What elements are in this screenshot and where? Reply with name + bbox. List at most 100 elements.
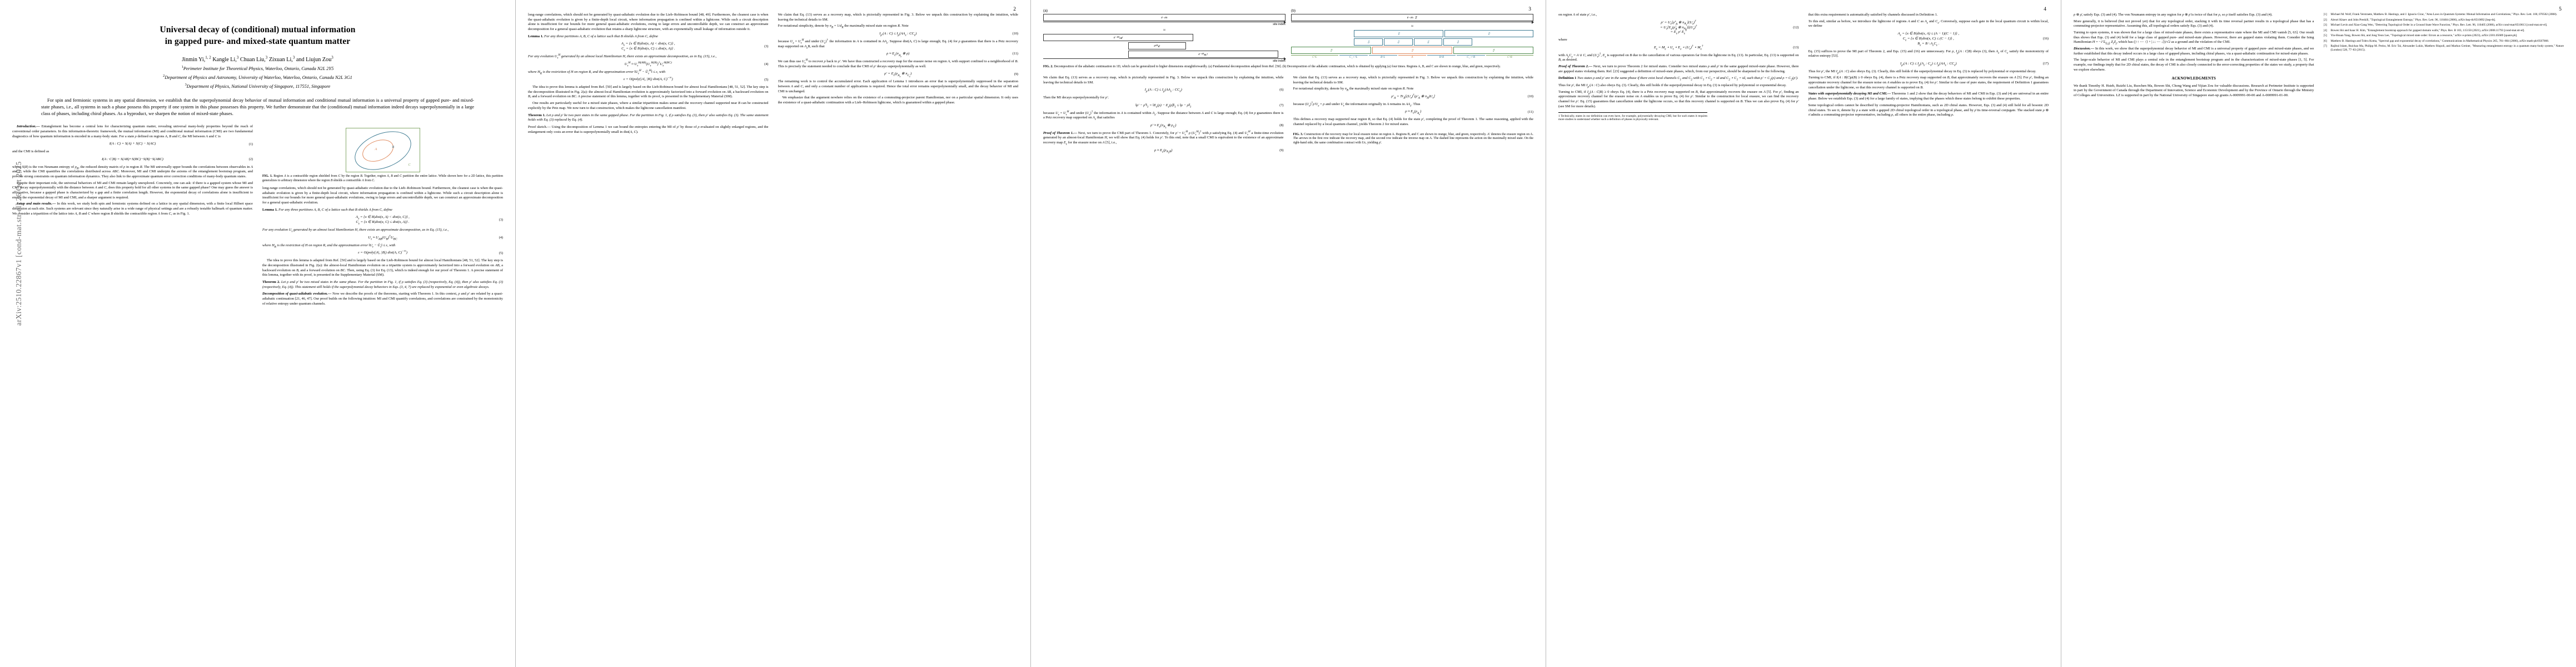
paragraph: Some topological orders cannot be descri… bbox=[1808, 103, 2049, 117]
figure-3-caption-label: FIG. 3. bbox=[1293, 132, 1303, 136]
page-2-column-left: long-range correlations, which should no… bbox=[528, 13, 769, 666]
page-5: 5 ρ ⊗ ρ̄, satisfy Eqs. (3) and (4). The … bbox=[2061, 0, 2576, 667]
sublabel-br: B^R bbox=[1439, 56, 1444, 59]
paragraph: where HR is the restriction of H on regi… bbox=[528, 68, 666, 75]
region-underbars: C^L C_+^L B^L A B^R C_+^R C^R bbox=[1291, 54, 1533, 59]
figure-1-graphic: A B C bbox=[345, 125, 420, 178]
reference-item: [1]Michael M. Wolf, Frank Verstraete, Ma… bbox=[2324, 13, 2564, 17]
equation-6: Iρ′(A : C) ≤ Iρ(AAε : CCε)(6) bbox=[1144, 88, 1284, 93]
gate-blue-up-1 bbox=[1354, 30, 1443, 37]
figure-1: A B C FIG. 1. Region A is a contractible… bbox=[262, 125, 503, 183]
paragraph: Introduction.— Entanglement has become a… bbox=[12, 125, 253, 138]
reference-number: [6] bbox=[2323, 39, 2327, 43]
acknowledgments-text: We thank Timothy H. Hsieh, Ruizhi Liu, R… bbox=[2074, 83, 2314, 98]
paragraph: The idea to prove this lemma is adapted … bbox=[262, 258, 503, 277]
paragraph: Turning to CMI, if I(A : B|C)ρ(B) ≥ 0 ob… bbox=[1808, 76, 2049, 89]
paragraph: Eq. (15) suffices to prove the MI part o… bbox=[1808, 49, 2049, 58]
paragraph: because Uε = UτH and under (Uε)† the inf… bbox=[1043, 109, 1284, 121]
acknowledgments-heading: Acknowledgments bbox=[2171, 77, 2216, 81]
page-4-column-right: that this extra requirement is automatic… bbox=[1808, 13, 2049, 666]
equation-8: ρ′ ≈ Eε(πAε ⊗ ρC)(8) bbox=[1150, 123, 1284, 130]
page-1-column-right: A B C FIG. 1. Region A is a contractible… bbox=[262, 125, 503, 667]
reference-number: [5] bbox=[2323, 34, 2327, 38]
reference-number: [2] bbox=[2323, 18, 2327, 22]
paragraph: where HR is the restriction of H on regi… bbox=[262, 243, 396, 248]
equation-3: Aε = {x ∈ B|dist(x, A) < dist(x, C)} ,Cε… bbox=[621, 42, 769, 52]
page-2: 2 long-range correlations, which should … bbox=[515, 0, 1030, 667]
reference-number: [1] bbox=[2323, 13, 2327, 16]
gate-row-lower bbox=[1291, 47, 1533, 54]
page-number: 4 bbox=[2044, 7, 2046, 12]
page-1-column-left: Introduction.— Entanglement has become a… bbox=[12, 125, 253, 667]
paragraph: More generally, it is believed (but not … bbox=[2074, 19, 2314, 28]
page-4-columns: on region A of state ρ′, i.e., ρ′ = Uτ[ρ… bbox=[1558, 13, 2049, 666]
underbar-c-right bbox=[1486, 55, 1533, 56]
equation-11: ρ ≈ Eε(πAε ⊗ ρ)(11) bbox=[886, 52, 1018, 58]
arxiv-stamp: arXiv:2510.22867v1 [cond-mat.str-el] 26 … bbox=[14, 161, 23, 326]
affiliation-3: 3Department of Physics, National Univers… bbox=[185, 83, 331, 89]
equation-9b: ρ ≈ Eε(ρAεB)(9) bbox=[1154, 148, 1284, 155]
equation-12: ρ′ = Uτ[ρ̃′A ⊗ πAε](Uτ)†= Uτ[Eε(ρ̃A ⊗ πA… bbox=[1660, 19, 1799, 36]
page-1-columns: Introduction.— Entanglement has become a… bbox=[12, 125, 503, 667]
equation-9: ρ′ = Eε(ρAε ⊗ πCε)(9) bbox=[884, 72, 1018, 78]
figure-2-caption-label: FIG. 2. bbox=[1043, 65, 1053, 68]
sublabel-cpr: C_+^R bbox=[1467, 56, 1476, 59]
sublabel-bl: B^L bbox=[1380, 56, 1386, 59]
paragraph: Discussion.— In this work, we show that … bbox=[2074, 47, 2314, 56]
underbar-b-right bbox=[1427, 55, 1456, 56]
equation-4: Uτ ≈ UAB(UB)†UBC(4) bbox=[368, 234, 503, 241]
gate-blue-dn-2 bbox=[1383, 38, 1413, 46]
paragraph: The large-scale behavior of MI and CMI p… bbox=[2074, 58, 2314, 72]
reference-text: Alexei Kitaev and John Preskill, "Topolo… bbox=[2330, 18, 2496, 22]
reference-text: Rajibul Islam, Ruichao Ma, Philipp M. Pr… bbox=[2330, 44, 2564, 52]
gate-row-middle bbox=[1354, 38, 1533, 46]
paragraph: We emphasize that the argument nowhere r… bbox=[778, 96, 1019, 104]
title-block: Universal decay of (conditional) mutual … bbox=[12, 24, 503, 90]
paragraph: We can thus use UτH to recover ρ back to… bbox=[778, 58, 1019, 68]
paragraph: States with superpolynomially decaying M… bbox=[1808, 92, 2049, 101]
paragraph: Decomposition of quasi-adiabatic evoluti… bbox=[262, 292, 503, 306]
reference-number: [3] bbox=[2323, 23, 2327, 27]
region-label-a: A bbox=[375, 147, 377, 152]
paragraph: For notational simplicity, denote by πR … bbox=[1293, 87, 1414, 92]
panel-b-label: (b) bbox=[1291, 9, 1296, 13]
paragraph: For notational simplicity, denote by πR … bbox=[778, 24, 909, 29]
lemma-1: Lemma 1. For any three partitions A, B, … bbox=[262, 207, 392, 212]
gate-e-iHBCt: e−iHBCt bbox=[1128, 51, 1278, 58]
lemma-1: Lemma 1. For any three partitions A, B, … bbox=[528, 34, 658, 38]
gate-green-up-right bbox=[1453, 47, 1533, 54]
page-number: 3 bbox=[1528, 7, 1531, 12]
paragraph: Thus for ρ′, the MI Iρ′(A : C) also obey… bbox=[1558, 83, 1787, 89]
paragraph: For any evolution UτH generated by an al… bbox=[528, 53, 717, 60]
theorem-2: Theorem 2. Let ρ and ρ′ be two mixed sta… bbox=[262, 280, 503, 289]
gate-e-iHABt: e−iHABt bbox=[1043, 34, 1194, 41]
equation-13: Eε = Mε ∘ Uτ ∘ Eε ∘ (Uτ)† ∘ Mε†(13) bbox=[1653, 44, 1799, 51]
reference-item: [7]Rajibul Islam, Ruichao Ma, Philipp M.… bbox=[2324, 44, 2564, 52]
gate-e-iHt-b: e−iHt bbox=[1291, 14, 1533, 21]
underbar-cplus-left bbox=[1339, 55, 1368, 56]
equation-1: I(A : C) = S(A) + S(C) − S(AC)(1) bbox=[109, 142, 253, 146]
paragraph: Despite their important role, the univer… bbox=[12, 181, 253, 200]
reference-text: Bowen Shi and Isaac H. Kim, "Entanglemen… bbox=[2330, 28, 2525, 32]
arrow-up-icon bbox=[1414, 16, 1417, 20]
page-1: arXiv:2510.22867v1 [cond-mat.str-el] 26 … bbox=[0, 0, 515, 667]
region-label-c: C bbox=[408, 163, 411, 167]
figure-3-caption-text: Construction of the recovery map for loc… bbox=[1293, 132, 1534, 145]
paragraph: One results are particularly useful for … bbox=[528, 101, 769, 110]
equation-10: Iρ′(A : C) ≤ Iρ(AAε : CCε)(10) bbox=[879, 32, 1018, 37]
paragraph: Setup and main results.— In this work, w… bbox=[12, 202, 253, 216]
paragraph: because Uε = UτH and under (Uε)† the inf… bbox=[778, 38, 1019, 49]
reference-item: [6]Matthew B. Hastings and Tohru Koma, "… bbox=[2324, 39, 2564, 43]
sublabel-cl: C^L bbox=[1312, 56, 1317, 59]
gate-blue-dn-1 bbox=[1354, 38, 1383, 46]
reference-item: [4]Bowen Shi and Isaac H. Kim, "Entangle… bbox=[2324, 29, 2564, 33]
gate-green-up-left bbox=[1291, 47, 1371, 54]
paragraph: The idea to prove this lemma is adapted … bbox=[528, 85, 769, 99]
underbar-a bbox=[1398, 55, 1427, 56]
references-list: [1]Michael M. Wolf, Frank Verstraete, Ma… bbox=[2324, 13, 2564, 52]
